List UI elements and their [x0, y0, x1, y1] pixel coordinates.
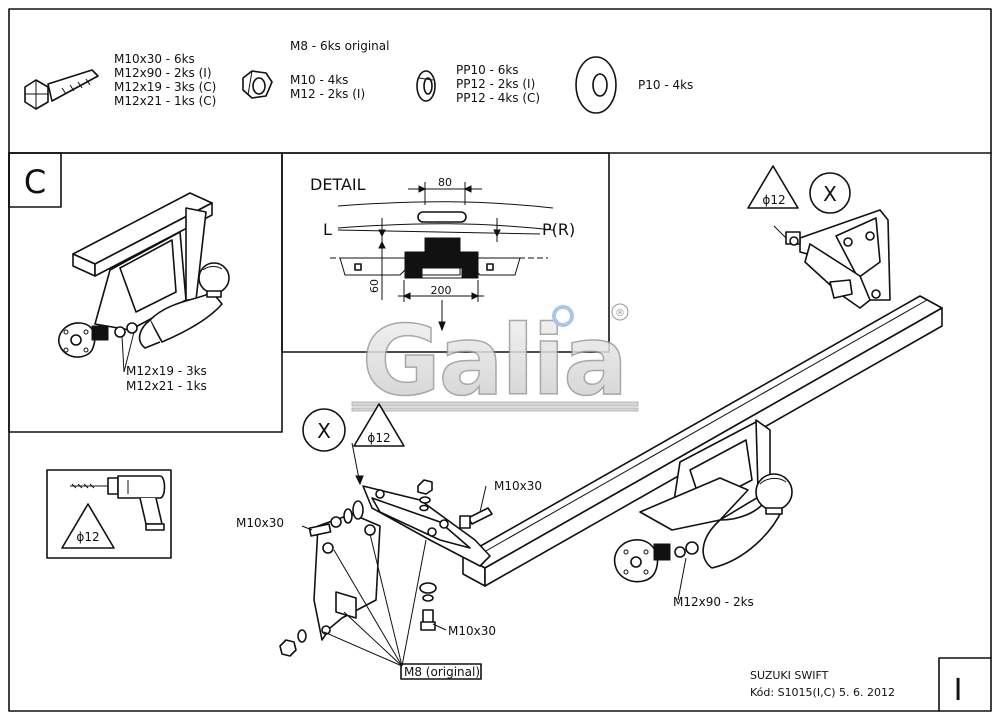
- drill-diameter-label: ϕ12: [76, 530, 99, 544]
- drill-icon: [70, 475, 166, 531]
- model-name: SUZUKI SWIFT: [750, 669, 829, 682]
- detail-dim-80: 80: [438, 176, 452, 189]
- bolt-icon: [24, 69, 99, 110]
- detail-dim-60: 60: [368, 279, 381, 293]
- washer-spec-3: PP12 - 4ks (C): [456, 91, 540, 105]
- washer-spec-1: PP10 - 6ks: [456, 63, 519, 77]
- x-marker-right: [809, 172, 851, 214]
- nut-original-spec: M8 - 6ks original: [290, 39, 389, 53]
- flat-washer-icon: [575, 56, 617, 114]
- spring-washer-icon: [416, 70, 436, 102]
- registered-symbol: ®: [615, 308, 625, 319]
- callout-ball-bolt: M12x90 - 2ks: [673, 595, 754, 609]
- washer-spec-2: PP12 - 2ks (I): [456, 77, 535, 91]
- variant-c-bolt-spec-2: M12x21 - 1ks: [126, 379, 207, 393]
- detail-label-right: P(R): [542, 220, 575, 239]
- variant-c-towbar-drawing: [58, 192, 230, 373]
- flat-washer-spec: P10 - 4ks: [638, 78, 693, 92]
- bolt-specs: M10x30 - 6ks M12x90 - 2ks (I) M12x19 - 3…: [114, 52, 216, 108]
- watermark-dot: [552, 305, 574, 327]
- triangle-marker-left: [353, 403, 405, 447]
- original-nuts-box: [400, 663, 482, 680]
- detail-section-drawing: [330, 182, 554, 332]
- drill-dia-right-label: ϕ12: [762, 193, 785, 207]
- callout-left-bolt: M10x30: [236, 516, 284, 530]
- detail-label-left: L: [323, 220, 332, 239]
- drawing-code: Kód: S1015(I,C) 5. 6. 2012: [750, 686, 895, 699]
- bolt-spec-1: M10x30 - 6ks: [114, 52, 195, 66]
- variant-c-bolt-spec-1: M12x19 - 3ks: [126, 364, 207, 378]
- detail-dim-200: 200: [431, 284, 452, 297]
- x-marker-right-label: X: [823, 182, 837, 206]
- bolt-spec-4: M12x21 - 1ks (C): [114, 94, 216, 108]
- spring-washer-specs: PP10 - 6ks PP12 - 2ks (I) PP12 - 4ks (C): [456, 63, 540, 105]
- detail-title: DETAIL: [310, 175, 366, 194]
- drill-instruction-box: [46, 469, 172, 559]
- drill-dia-left-label: ϕ12: [367, 431, 390, 445]
- triangle-marker-right: [747, 165, 799, 209]
- callout-right-bolt: M10x30: [494, 479, 542, 493]
- x-marker-left-label: X: [317, 419, 331, 443]
- detail-panel: [281, 152, 610, 353]
- variant-c-label: C: [24, 163, 46, 201]
- callout-original-nuts: M8 (original): [404, 665, 480, 679]
- bolt-spec-2: M12x90 - 2ks (I): [114, 66, 212, 80]
- variant-c-label-box: [8, 152, 62, 208]
- galia-watermark: Galia: [362, 305, 626, 417]
- callout-bottom-bolt: M10x30: [448, 624, 496, 638]
- variant-label: I: [954, 673, 963, 708]
- bolt-spec-3: M12x19 - 3ks (C): [114, 80, 216, 94]
- drill-triangle-icon: [61, 503, 115, 549]
- x-marker-left: [302, 408, 346, 452]
- nut-spec-1: M10 - 4ks: [290, 73, 348, 87]
- nut-spec-2: M12 - 2ks (I): [290, 87, 365, 101]
- watermark-underline: [351, 401, 639, 407]
- registered-mark: [611, 303, 629, 321]
- nut-icon: [242, 70, 273, 99]
- variant-box: [938, 657, 992, 712]
- main-towbar-drawing: [279, 209, 943, 667]
